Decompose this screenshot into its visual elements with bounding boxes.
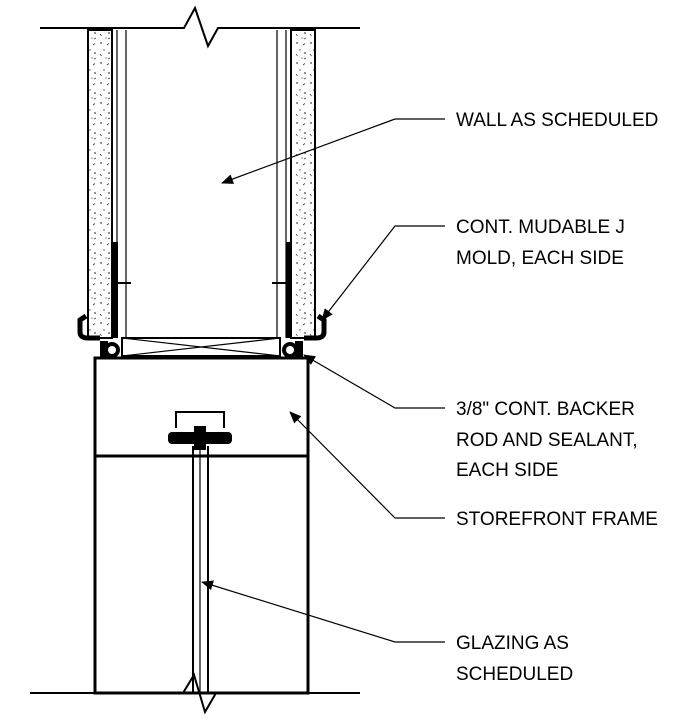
glazing-label-line1: GLAZING AS <box>456 633 569 654</box>
wall-label: WALL AS SCHEDULED <box>456 110 658 131</box>
backer-rod-label-line1: 3/8" CONT. BACKER <box>456 399 635 420</box>
glazing-leader <box>201 580 445 643</box>
glazing-stop-assembly <box>168 411 232 450</box>
glazing-panel <box>192 446 209 693</box>
wood-blocking <box>121 337 281 357</box>
glazing-label-line2: SCHEDULED <box>456 664 573 685</box>
j-mold-leader <box>321 225 445 321</box>
top-break-line <box>40 5 360 49</box>
left-gypsum-board <box>87 29 113 339</box>
right-gypsum-board <box>290 29 316 339</box>
right-backer-rod-sealant <box>282 341 303 359</box>
left-stud-lines <box>116 30 127 338</box>
wall-leader <box>221 118 445 184</box>
storefront-frame-leader <box>289 411 445 519</box>
j-mold-label-line1: CONT. MUDABLE J <box>456 217 625 238</box>
right-j-mold <box>272 242 327 341</box>
j-mold-label-line2: MOLD, EACH SIDE <box>456 248 624 269</box>
storefront-frame-label: STOREFRONT FRAME <box>456 509 658 530</box>
left-backer-rod-sealant <box>100 341 120 359</box>
left-j-mold <box>77 242 131 341</box>
right-stud-lines <box>276 30 287 338</box>
backer-rod-leader <box>303 354 445 409</box>
backer-rod-label-line2: ROD AND SEALANT, <box>456 430 638 451</box>
backer-rod-label-line3: EACH SIDE <box>456 460 558 481</box>
storefront-frame <box>93 356 310 695</box>
